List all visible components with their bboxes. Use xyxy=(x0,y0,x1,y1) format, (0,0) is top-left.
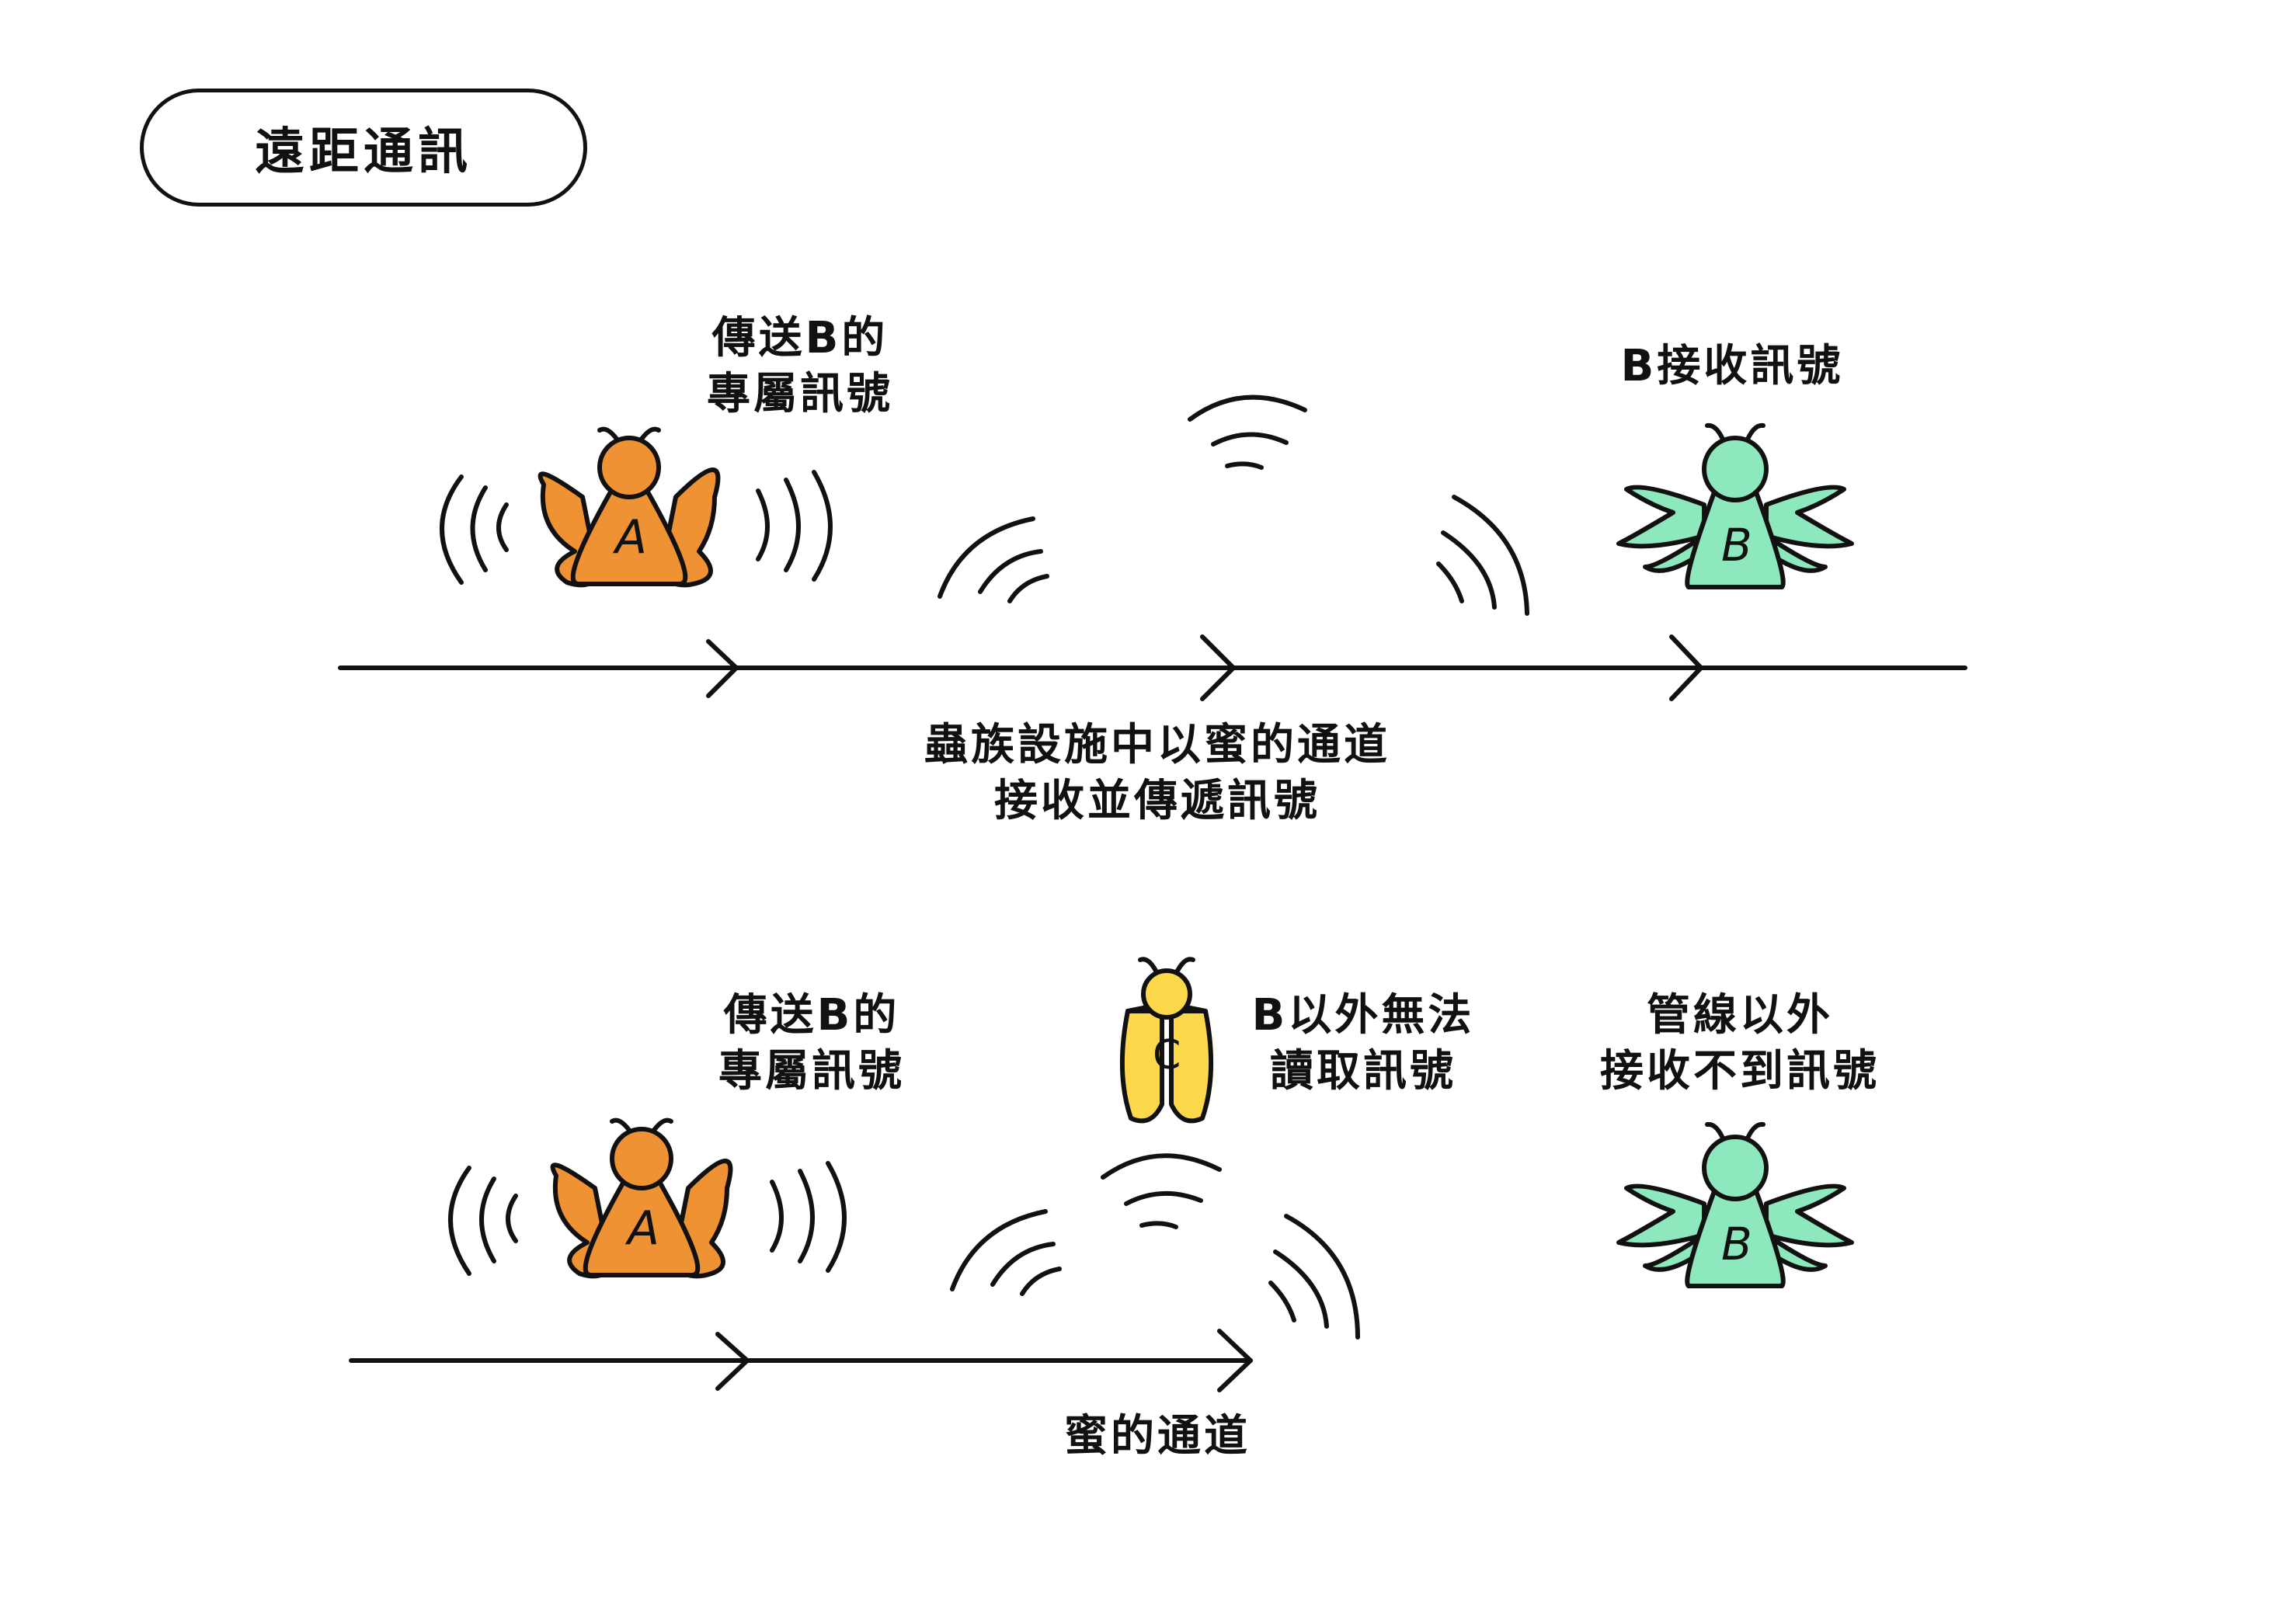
top-channel-caption: 蟲族設施中以蜜的通道 接收並傳遞訊號 xyxy=(924,720,1390,826)
top-channel-waves-2 xyxy=(1188,394,1307,470)
letter-b-bottom: B xyxy=(1721,1218,1752,1270)
bottom-channel-waves-3 xyxy=(1268,1214,1360,1340)
insect-b-top: B xyxy=(1616,422,1854,589)
top-sender-caption: 傳送B的 專屬訊號 xyxy=(707,313,893,419)
bottom-sender-right-waves xyxy=(770,1161,847,1273)
outsider-caption: 管線以外 接收不到訊號 xyxy=(1600,990,1880,1096)
top-sender-right-waves xyxy=(756,470,833,582)
letter-a-bottom: A xyxy=(624,1201,659,1256)
bottom-channel-waves-2 xyxy=(1101,1153,1222,1229)
letter-b-top: B xyxy=(1721,519,1752,572)
letter-c: C xyxy=(1153,1032,1181,1079)
insect-c: C xyxy=(1119,957,1214,1124)
insect-b-bottom: B xyxy=(1616,1121,1854,1288)
top-receiver-caption: B接收訊號 xyxy=(1620,341,1844,391)
top-channel-line xyxy=(338,634,1967,701)
bottom-sender-caption: 傳送B的 專屬訊號 xyxy=(718,990,905,1096)
letter-a-top: A xyxy=(612,510,647,565)
insect-a-top: A xyxy=(537,426,721,588)
bottom-channel-caption: 蜜的通道 xyxy=(1064,1411,1251,1461)
page-title: 遠距通訊 xyxy=(255,123,472,181)
insect-a-bottom: A xyxy=(550,1117,733,1279)
eavesdropper-caption: B以外無法 讀取訊號 xyxy=(1251,990,1475,1096)
top-channel-waves-1 xyxy=(938,516,1049,603)
title-pill: 遠距通訊 xyxy=(140,89,587,207)
bottom-channel-waves-1 xyxy=(950,1209,1062,1296)
top-channel-waves-3 xyxy=(1436,495,1529,616)
top-sender-left-waves xyxy=(440,474,509,585)
bottom-sender-left-waves xyxy=(448,1166,518,1276)
bottom-channel-line xyxy=(349,1329,1253,1392)
